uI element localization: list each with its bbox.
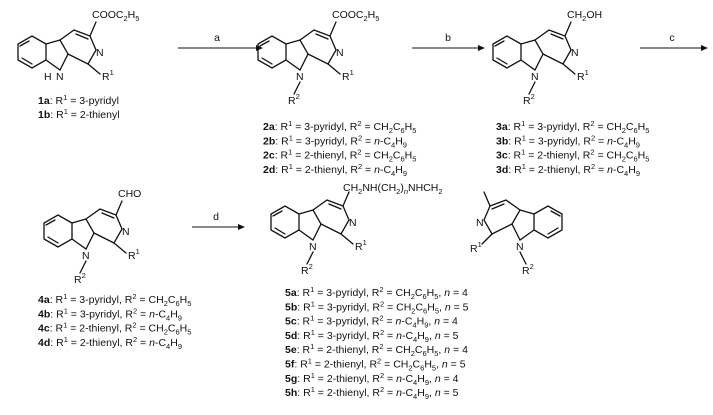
compound-label-3a: 3a: R1 = 3-pyridyl, R2 = CH2C6H5 xyxy=(496,119,649,135)
carboline-core xyxy=(483,199,563,241)
compound-label-5f: 5f: R1 = 2-thienyl, R2 = CH2C6H5, n = 5 xyxy=(285,357,466,373)
arrow-b: b xyxy=(412,32,485,51)
atom-n-pyridine: N xyxy=(336,47,344,59)
bond-r2 xyxy=(293,81,301,95)
substituent-r2: R2 xyxy=(74,271,86,286)
bond-r2 xyxy=(306,251,314,265)
bond-r2 xyxy=(79,260,87,274)
compound-label-5a: 5a: R1 = 3-pyridyl, R2 = CH2C6H5, n = 4 xyxy=(285,285,468,301)
atom-n-pyridine: N xyxy=(476,217,484,229)
atom-nh: N xyxy=(56,71,64,83)
reagent-d-label: d xyxy=(213,211,219,223)
structure-5: N N R2 R1 N N R2 R1 xyxy=(270,182,563,277)
substituent-alcohol: CH2OH xyxy=(567,9,602,23)
carboline-right: N N R2 R1 xyxy=(470,191,563,277)
carboline-core xyxy=(257,29,337,71)
bond-ester xyxy=(329,21,337,37)
substituent-r2: R2 xyxy=(522,262,534,277)
bond-aldehyde xyxy=(115,200,123,216)
bond-r1 xyxy=(562,63,576,75)
substituent-r1: R1 xyxy=(102,68,114,83)
arrow-c: c xyxy=(640,32,708,51)
arrow-a: a xyxy=(178,32,263,51)
atom-n-pyridine: N xyxy=(122,226,130,238)
reagent-a-label: a xyxy=(214,32,220,44)
compound-label-1a: 1a: R1 = 3-pyridyl xyxy=(38,93,119,107)
substituent-r2: R2 xyxy=(523,92,535,107)
compound-label-2b: 2b: R1 = 3-pyridyl, R2 = n-C4H9 xyxy=(263,133,407,149)
bond-ester xyxy=(89,21,97,37)
bond-linker-right xyxy=(483,191,491,207)
structure-4: N N R2 R1 CHO xyxy=(43,188,141,286)
bond-alcohol xyxy=(564,21,572,37)
compound-label-2a: 2a: R1 = 3-pyridyl, R2 = CH2C6H5 xyxy=(263,119,416,135)
substituent-r1: R1 xyxy=(355,238,367,253)
compound-label-2c: 2c: R1 = 2-thienyl, R2 = CH2C6H5 xyxy=(263,148,416,164)
atom-n-indole: N xyxy=(309,241,317,253)
carboline-core xyxy=(492,29,572,71)
atom-n-pyridine: N xyxy=(571,47,579,59)
compound-label-4b: 4b: R1 = 3-pyridyl, R2 = n-C4H9 xyxy=(38,306,182,322)
compound-label-3c: 3c: R1 = 2-thienyl, R2 = CH2C6H5 xyxy=(496,148,649,164)
atom-n-indole: N xyxy=(82,250,90,262)
compound-label-5h: 5h: R1 = 2-thienyl, R2 = n-C4H9, n = 5 xyxy=(285,385,459,401)
substituent-r1: R1 xyxy=(342,68,354,83)
atom-n-indole: N xyxy=(296,71,304,83)
substituent-r1: R1 xyxy=(470,240,482,255)
substituent-ester: COOC2H5 xyxy=(92,9,139,23)
compound-label-5b: 5b: R1 = 3-pyridyl, R2 = CH2C6H5, n = 5 xyxy=(285,299,469,315)
compound-label-4a: 4a: R1 = 3-pyridyl, R2 = CH2C6H5 xyxy=(38,292,191,308)
bond-linker-left xyxy=(342,191,350,207)
bond-r1 xyxy=(481,233,493,245)
atom-n-pyridine: N xyxy=(96,47,104,59)
compound-label-5e: 5e: R1 = 2-thienyl, R2 = CH2C6H5, n = 4 xyxy=(285,342,468,358)
substituent-ester: COOC2H5 xyxy=(332,9,379,23)
bond-r1 xyxy=(113,242,127,254)
compound-label-2d: 2d: R1 = 2-thienyl, R2 = n-C4H9 xyxy=(263,162,407,178)
linker-chain: CH2NH(CH2)nNHCH2 xyxy=(343,182,443,196)
structure-1: N N H R1 COOC2H5 xyxy=(17,9,139,83)
bond-r2 xyxy=(528,81,536,95)
substituent-r2: R2 xyxy=(301,262,313,277)
compound-label-3d: 3d: R1 = 2-thienyl, R2 = n-C4H9 xyxy=(496,162,640,178)
bond-r2 xyxy=(519,251,527,265)
compound-label-1b: 1b: R1 = 2-thienyl xyxy=(38,107,120,121)
compound-label-4c: 4c: R1 = 2-thienyl, R2 = CH2C6H5 xyxy=(38,321,191,337)
bond-r1 xyxy=(87,63,101,75)
structure-3: N N R2 R1 CH2OH xyxy=(492,9,602,107)
carboline-core xyxy=(270,199,350,241)
compound-label-5g: 5g: R1 = 2-thienyl, R2 = n-C4H9, n = 4 xyxy=(285,371,459,387)
atom-n-indole: N xyxy=(516,241,524,253)
compound-label-5d: 5d: R1 = 3-pyridyl, R2 = n-C4H9, n = 5 xyxy=(285,328,459,344)
carboline-core xyxy=(17,29,97,71)
bond-r1 xyxy=(340,233,354,245)
substituent-r1: R1 xyxy=(577,68,589,83)
carboline-core xyxy=(43,208,123,250)
compound-label-3b: 3b: R1 = 3-pyridyl, R2 = n-C4H9 xyxy=(496,133,640,149)
bond-r1 xyxy=(327,63,341,75)
reagent-b-label: b xyxy=(445,32,451,44)
compound-label-5c: 5c: R1 = 3-pyridyl, R2 = n-C4H9, n = 4 xyxy=(285,314,458,330)
arrow-d: d xyxy=(192,211,245,230)
atom-n-indole: N xyxy=(531,71,539,83)
atom-n-pyridine: N xyxy=(349,217,357,229)
compound-label-4d: 4d: R1 = 2-thienyl, R2 = n-C4H9 xyxy=(38,335,182,351)
structure-2: N N R2 R1 COOC2H5 xyxy=(257,9,379,107)
substituent-aldehyde: CHO xyxy=(118,188,141,200)
carboline-left: N N R2 R1 xyxy=(270,191,367,277)
substituent-r1: R1 xyxy=(128,247,140,262)
substituent-r2: R2 xyxy=(288,92,300,107)
reagent-c-label: c xyxy=(669,32,674,44)
atom-h: H xyxy=(44,71,52,83)
